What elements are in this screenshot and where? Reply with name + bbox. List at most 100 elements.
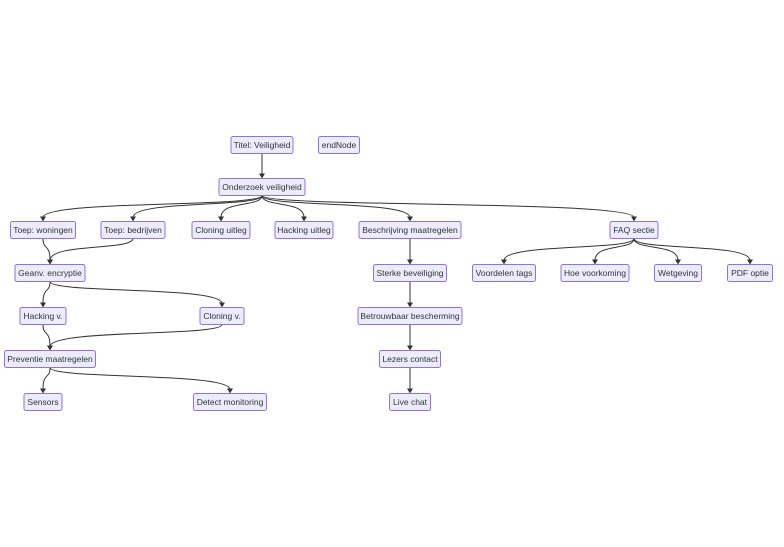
arrowhead [40, 216, 46, 222]
edge-line [220, 195, 263, 218]
node-box [14, 264, 86, 282]
node-label: Hoe voorkoming [564, 268, 626, 278]
node-box [23, 393, 63, 411]
node-voordelen: Voordelen tags [472, 264, 536, 282]
edge-sterke-to-betrouwbaar [407, 281, 413, 308]
node-cloning-uitleg: Cloning uitleg [191, 221, 251, 239]
node-box [609, 221, 659, 239]
node-label: Geanv. encryptie [18, 268, 82, 278]
node-label: Titel: Veiligheid [234, 140, 291, 150]
arrowhead [631, 216, 637, 222]
arrowhead [47, 259, 53, 265]
arrowhead [675, 259, 681, 265]
node-preventie: Preventie maatregelen [4, 350, 96, 368]
node-onderzoek: Onderzoek veiligheid [218, 178, 306, 196]
node-box [274, 221, 334, 239]
node-label: PDF optie [731, 268, 769, 278]
arrowhead [501, 259, 507, 265]
edge-onderzoek-to-bedrijven [130, 195, 263, 222]
edge-line [49, 281, 223, 304]
node-box [357, 307, 463, 325]
node-box [379, 350, 441, 368]
node-box [19, 307, 67, 325]
node-label: Toep: woningen [13, 225, 73, 235]
arrowhead [407, 302, 413, 308]
edge-line [42, 238, 51, 261]
arrowhead [407, 345, 413, 351]
arrowhead [259, 173, 265, 179]
edge-line [594, 238, 635, 261]
arrowhead [747, 259, 753, 265]
edge-onderzoek-to-cloning-uitleg [218, 195, 263, 222]
node-label: Toep: bedrijven [104, 225, 162, 235]
arrowhead [40, 388, 46, 394]
node-label: FAQ sectie [613, 225, 655, 235]
node-label: Sterke beveiliging [376, 268, 443, 278]
edge-betrouwbaar-to-lezers [407, 324, 413, 351]
edge-line [261, 195, 411, 218]
node-label: Sensors [27, 397, 58, 407]
node-label: Live chat [393, 397, 428, 407]
node-pdf: PDF optie [727, 264, 773, 282]
edge-faq-to-wetgeving [633, 238, 681, 265]
edge-line [132, 195, 263, 218]
node-box [191, 221, 251, 239]
edge-line [49, 238, 134, 261]
arrowhead [301, 216, 307, 222]
edge-line [42, 281, 51, 304]
node-label: Hacking v. [23, 311, 62, 321]
node-sterke: Sterke beveiliging [373, 264, 447, 282]
node-beschrijving: Beschrijving maatregelen [358, 221, 462, 239]
edge-onderzoek-to-faq [261, 195, 637, 222]
node-encryptie: Geanv. encryptie [14, 264, 86, 282]
edge-beschrijving-to-sterke [407, 238, 413, 265]
node-label: Lezers contact [382, 354, 438, 364]
edge-onderzoek-to-hacking-uitleg [261, 195, 307, 222]
edge-line [42, 367, 51, 390]
edge-encryptie-to-hacking-v [40, 281, 51, 308]
arrowhead [218, 216, 224, 222]
node-box [560, 264, 630, 282]
arrowhead [407, 259, 413, 265]
node-sensors: Sensors [23, 393, 63, 411]
node-box [373, 264, 447, 282]
arrowhead [227, 388, 233, 394]
node-label: Detect monitoring [197, 397, 264, 407]
node-label: Wetgeving [658, 268, 698, 278]
edge-onderzoek-to-beschrijving [261, 195, 413, 222]
node-bedrijven: Toep: bedrijven [100, 221, 166, 239]
edge-encryptie-to-cloning-v [49, 281, 225, 308]
node-hacking-v: Hacking v. [19, 307, 67, 325]
node-cloning-v: Cloning v. [199, 307, 245, 325]
node-woningen: Toep: woningen [10, 221, 76, 239]
node-label: Preventie maatregelen [7, 354, 93, 364]
arrowhead [219, 302, 225, 308]
node-label: Voordelen tags [476, 268, 533, 278]
edge-line [261, 195, 635, 218]
node-box [10, 221, 76, 239]
arrowhead [407, 388, 413, 394]
node-box [318, 136, 360, 154]
edge-faq-to-hoe [592, 238, 635, 265]
arrowhead [130, 216, 136, 222]
edge-titel-to-onderzoek [259, 153, 265, 179]
edge-preventie-to-sensors [40, 367, 51, 394]
node-detect: Detect monitoring [193, 393, 267, 411]
node-label: Beschrijving maatregelen [362, 225, 458, 235]
node-livechat: Live chat [389, 393, 431, 411]
node-label: Cloning uitleg [195, 225, 247, 235]
node-box [389, 393, 431, 411]
node-label: Hacking uitleg [277, 225, 331, 235]
node-hacking-uitleg: Hacking uitleg [274, 221, 334, 239]
node-wetgeving: Wetgeving [654, 264, 702, 282]
edge-line [49, 367, 231, 390]
edge-line [261, 195, 305, 218]
node-box [727, 264, 773, 282]
edge-line [633, 238, 751, 261]
node-betrouwbaar: Betrouwbaar bescherming [357, 307, 463, 325]
node-end: endNode [318, 136, 360, 154]
node-titel: Titel: Veiligheid [230, 136, 294, 154]
node-box [218, 178, 306, 196]
